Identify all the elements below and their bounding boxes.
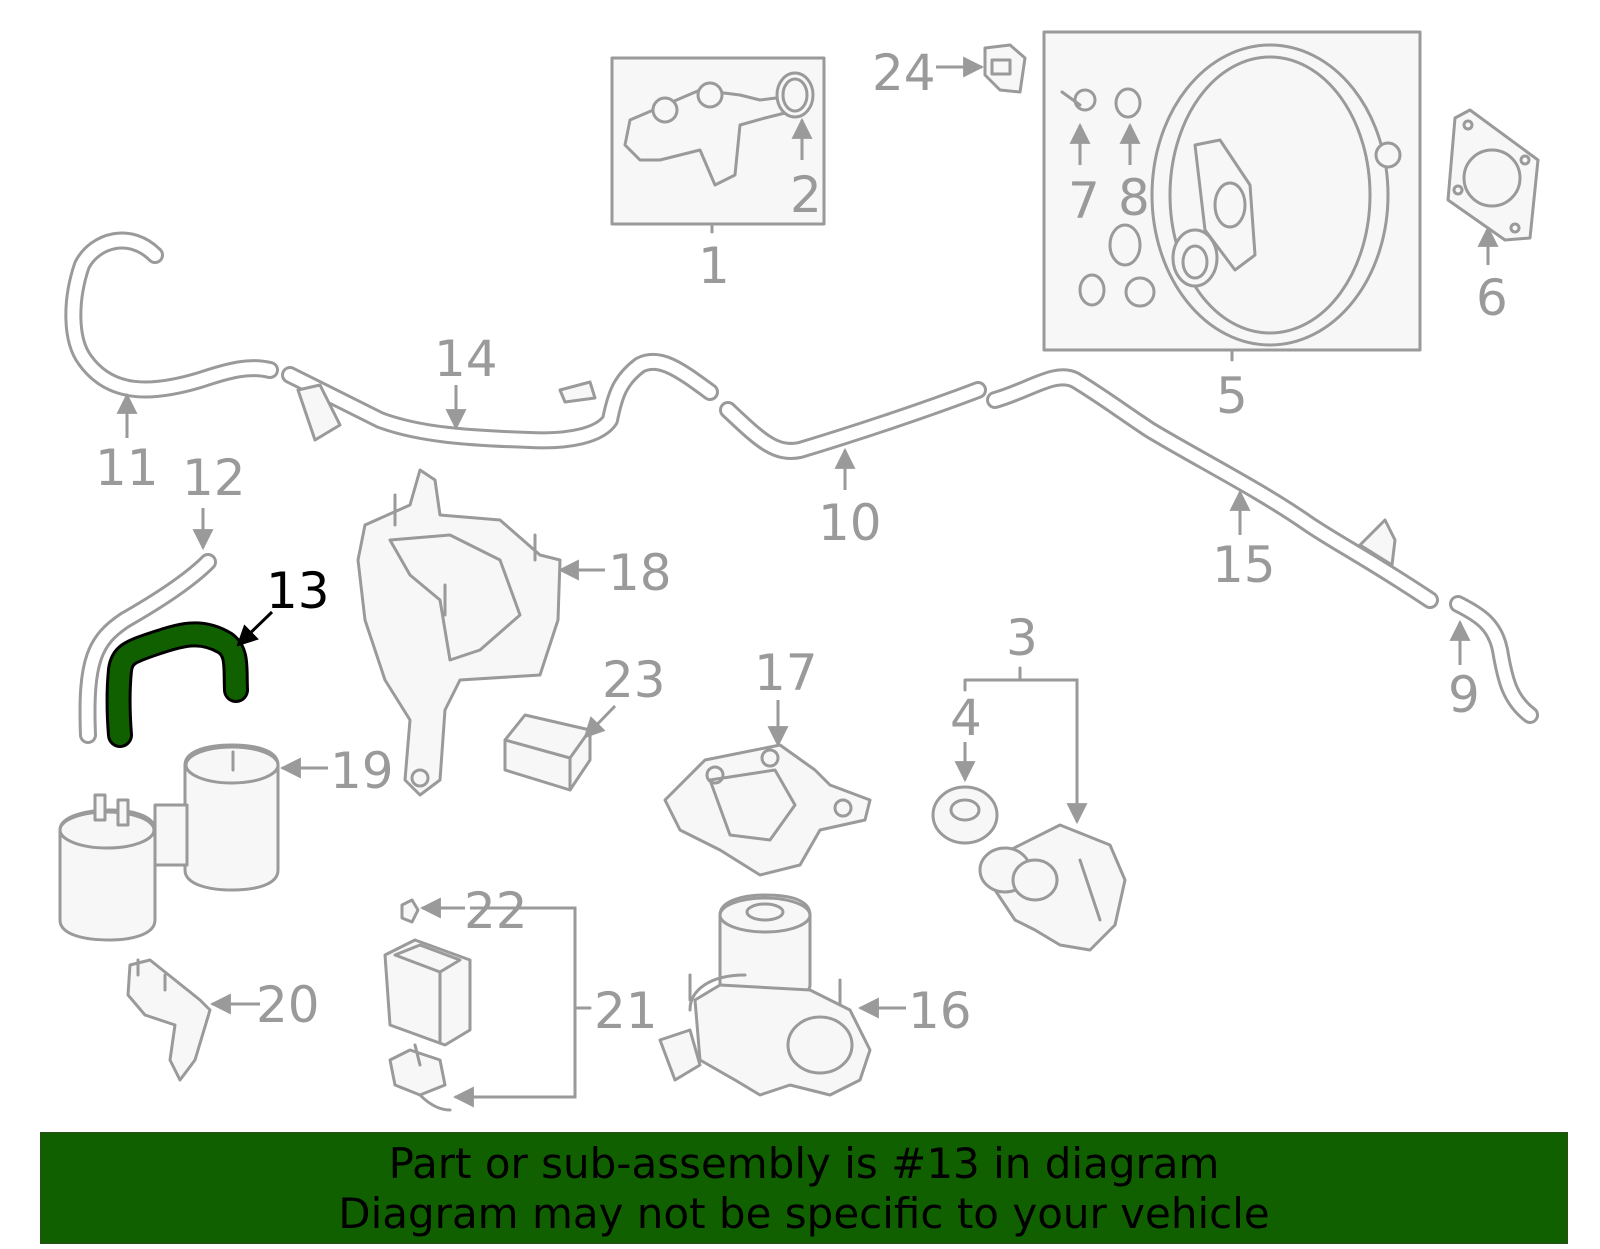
parts-diagram: 2 1 24 7 8 5 6 [58,30,1540,1112]
callout-17: 17 [754,644,818,702]
part-14-pipe[interactable] [281,352,719,450]
callout-7: 7 [1068,172,1100,230]
callout-13: 13 [266,562,330,620]
callout-2: 2 [790,166,822,224]
part-17-bracket[interactable] [663,743,872,877]
callout-12: 12 [182,449,246,507]
part-15-pipe[interactable] [986,368,1439,609]
part-5-brake-booster[interactable] [1042,30,1422,352]
callout-3: 3 [1006,609,1038,667]
part-3-pump-assembly[interactable] [978,823,1127,952]
callout-4: 4 [950,689,982,747]
part-10-hose[interactable] [719,381,987,460]
part-22-clip[interactable] [400,898,420,924]
callout-11: 11 [95,439,159,497]
banner-line-2: Diagram may not be specific to your vehi… [338,1189,1270,1238]
callout-1: 1 [698,237,730,295]
part-1-master-cylinder[interactable] [610,56,826,234]
callout-10: 10 [818,494,882,552]
part-16-vacuum-pump[interactable] [658,893,872,1097]
part-12-hose[interactable] [78,553,217,744]
banner-line-1: Part or sub-assembly is #13 in diagram [388,1139,1220,1188]
callout-15: 15 [1212,536,1276,594]
callout-22: 22 [464,882,528,940]
callout-21: 21 [594,982,658,1040]
callout-19: 19 [330,742,394,800]
callout-9: 9 [1448,666,1480,724]
callout-16: 16 [908,982,972,1040]
part-24-sensor[interactable] [983,43,1027,94]
part-13-hose-highlighted[interactable] [105,621,249,748]
callout-23: 23 [602,651,666,709]
part-23-module[interactable] [503,713,592,792]
part-6-gasket[interactable] [1446,108,1540,242]
part-18-bracket[interactable] [356,468,562,797]
callout-24: 24 [872,44,936,102]
part-11-hose[interactable] [64,231,279,399]
info-banner: Part or sub-assembly is #13 in diagram D… [40,1132,1568,1244]
part-21-relay-assembly[interactable] [383,938,472,1112]
callout-18: 18 [608,544,672,602]
part-9-hose[interactable] [1449,595,1539,724]
part-4-cap[interactable] [931,785,999,845]
callout-14: 14 [434,330,498,388]
callout-20: 20 [256,976,320,1034]
callout-6: 6 [1476,269,1508,327]
callout-5: 5 [1216,367,1248,425]
part-19-canister[interactable] [58,743,280,942]
part-20-bracket[interactable] [126,958,212,1082]
callout-8: 8 [1118,169,1150,227]
